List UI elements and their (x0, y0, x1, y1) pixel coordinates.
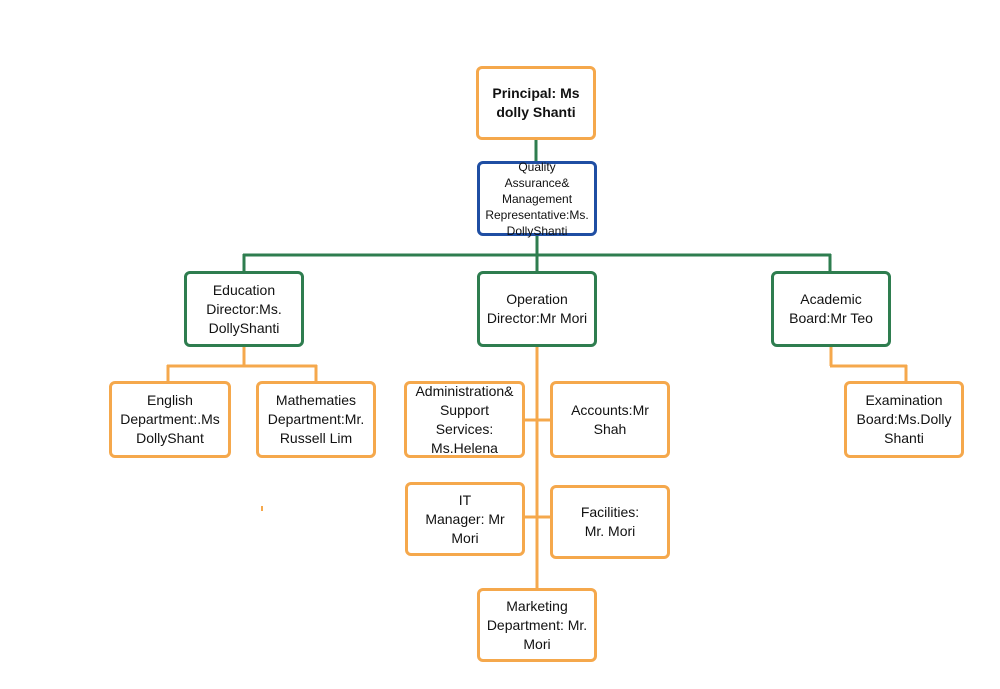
english-department-box: English Department:.Ms DollyShant (109, 381, 231, 458)
examination-board-label: Examination Board:Ms.Dolly Shanti (856, 392, 952, 446)
marketing-department-box: Marketing Department: Mr. Mori (477, 588, 597, 662)
education-director-box: Education Director:Ms. DollyShanti (184, 271, 304, 347)
mathematics-department-box: Mathematies Department:Mr. Russell Lim (256, 381, 376, 458)
accounts-label: Accounts:Mr Shah (571, 401, 649, 437)
principal-box: Principal: Ms dolly Shanti (476, 66, 596, 140)
quality-assurance-box: Quality Assurance& Management Representa… (477, 159, 597, 238)
marketing-department-label: Marketing Department: Mr. Mori (486, 597, 588, 652)
principal-label: Principal: Ms dolly Shanti (492, 85, 580, 120)
operation-director-label: Operation Director:Mr Mori (486, 291, 588, 326)
quality-assurance-label: Quality Assurance& Management Representa… (485, 159, 589, 238)
examination-board-box: Examination Board:Ms.Dolly Shanti (844, 381, 964, 458)
accounts-box: Accounts:Mr Shah (550, 381, 670, 458)
english-department-label: English Department:.Ms DollyShant (120, 392, 220, 446)
education-director-label: Education Director:Ms. DollyShanti (206, 281, 282, 336)
it-manager-label: IT Manager: Mr Mori (425, 491, 505, 546)
facilities-label: Facilities: Mr. Mori (580, 504, 640, 539)
administration-support-box: Administration& Support Services: Ms.Hel… (404, 381, 525, 458)
operation-director-box: Operation Director:Mr Mori (477, 271, 597, 347)
it-manager-box: IT Manager: Mr Mori (405, 482, 525, 556)
mathematics-department-label: Mathematies Department:Mr. Russell Lim (267, 392, 365, 446)
academic-board-box: Academic Board:Mr Teo (771, 271, 891, 347)
administration-support-label: Administration& Support Services: Ms.Hel… (415, 382, 514, 456)
academic-board-label: Academic Board:Mr Teo (789, 291, 873, 326)
facilities-box: Facilities: Mr. Mori (550, 485, 670, 559)
